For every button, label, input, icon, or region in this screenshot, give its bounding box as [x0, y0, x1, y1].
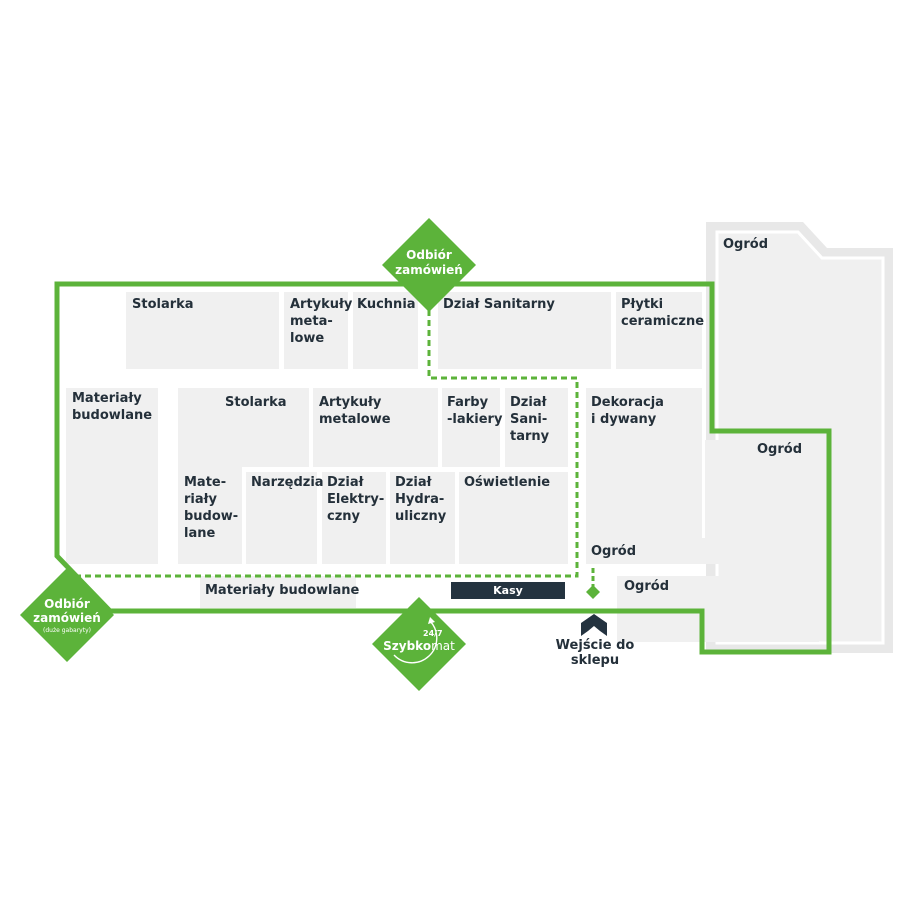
entrance-icon — [581, 614, 607, 636]
zone-dekoracja[interactable] — [586, 388, 702, 538]
label-stolarka-top: Stolarka — [132, 297, 194, 312]
label-dzial-sanitarny-mid: Dział Sani- tarny — [510, 395, 550, 444]
pickup-left-note: (duże gabaryty) — [43, 627, 91, 634]
label-materialy-left: Materiały budowlane — [72, 391, 153, 423]
pickup-top-label: Odbiór zamówień — [395, 248, 463, 277]
szybkomat-brand-b: mat — [431, 639, 455, 653]
diamond-shape-bottom — [372, 597, 466, 691]
label-dzial-hydrauliczny: Dział Hydra- uliczny — [395, 475, 447, 524]
zone-ogrod-small[interactable] — [586, 538, 736, 564]
zone-artykuly-metalowe-top[interactable] — [284, 292, 348, 369]
zone-kuchnia[interactable] — [353, 292, 418, 369]
label-stolarka-mid: Stolarka — [225, 395, 287, 410]
diamond-shape-top — [382, 218, 476, 312]
label-plytki: Płytki ceramiczne — [621, 297, 705, 329]
diamond-shape-left — [20, 568, 114, 662]
zone-narzedzia[interactable] — [246, 472, 317, 564]
entrance-label: Wejście do sklepu — [555, 638, 635, 668]
label-dzial-elektryczny: Dział Elektry- czny — [327, 475, 385, 524]
label-kuchnia: Kuchnia — [357, 297, 416, 312]
label-artykuly-metalowe-mid: Artykuły metalowe — [319, 395, 391, 427]
pickup-left-label: Odbiór zamówień — [33, 597, 101, 625]
szybkomat-diamond[interactable]: 24/7 Szybkomat — [372, 597, 466, 691]
szybkomat-badge: 24/7 — [423, 629, 443, 638]
label-materialy-bottom: Materiały budowlane — [205, 583, 360, 598]
pickup-diamond-left[interactable]: Odbiór zamówień (duże gabaryty) — [20, 568, 114, 662]
zone-ogrod-right[interactable] — [751, 440, 819, 564]
label-ogrod-bottom: Ogród — [624, 579, 670, 594]
label-ogrod-small: Ogród — [591, 544, 637, 559]
route-dashed — [78, 300, 579, 578]
zone-dzial-sanitarny-top[interactable] — [438, 292, 611, 369]
label-oswietlenie: Oświetlenie — [464, 475, 551, 490]
checkout-kasy[interactable]: Kasy — [451, 582, 565, 599]
szybkomat-brand-a: Szybko — [383, 639, 432, 653]
zone-dzial-hydrauliczny[interactable] — [390, 472, 455, 564]
label-materialy-mid: Mate- riały budow- lane — [184, 475, 239, 541]
szybkomat-arc-icon — [393, 620, 438, 664]
zone-ogrod-bottom-strip — [705, 440, 735, 538]
zone-dzial-elektryczny[interactable] — [322, 472, 386, 564]
label-ogrod-top: Ogród — [723, 237, 769, 252]
label-ogrod-right: Ogród — [757, 442, 803, 457]
zone-dzial-sanitarny-mid[interactable] — [505, 388, 568, 467]
zone-oswietlenie[interactable] — [459, 472, 568, 564]
label-narzedzia: Narzędzia — [251, 475, 324, 490]
zone-plytki[interactable] — [616, 292, 702, 369]
zone-artykuly-metalowe-mid[interactable] — [313, 388, 438, 467]
zone-materialy-bottom[interactable] — [200, 576, 356, 608]
zone-materialy-mid[interactable] — [178, 388, 242, 564]
label-dekoracja: Dekoracja i dywany — [591, 395, 664, 427]
label-dzial-sanitarny-top: Dział Sanitarny — [443, 297, 555, 312]
zone-materialy-left[interactable] — [66, 388, 158, 564]
zone-farby[interactable] — [442, 388, 500, 467]
route-end-marker — [586, 585, 600, 599]
pickup-diamond-top[interactable]: Odbiór zamówień — [382, 218, 476, 312]
zone-stolarka-top[interactable] — [126, 292, 279, 369]
label-farby: Farby -lakiery — [447, 395, 503, 427]
label-artykuly-metalowe-top: Artykuły meta- lowe — [290, 297, 353, 346]
szybkomat-brand: Szybkomat — [372, 639, 466, 653]
